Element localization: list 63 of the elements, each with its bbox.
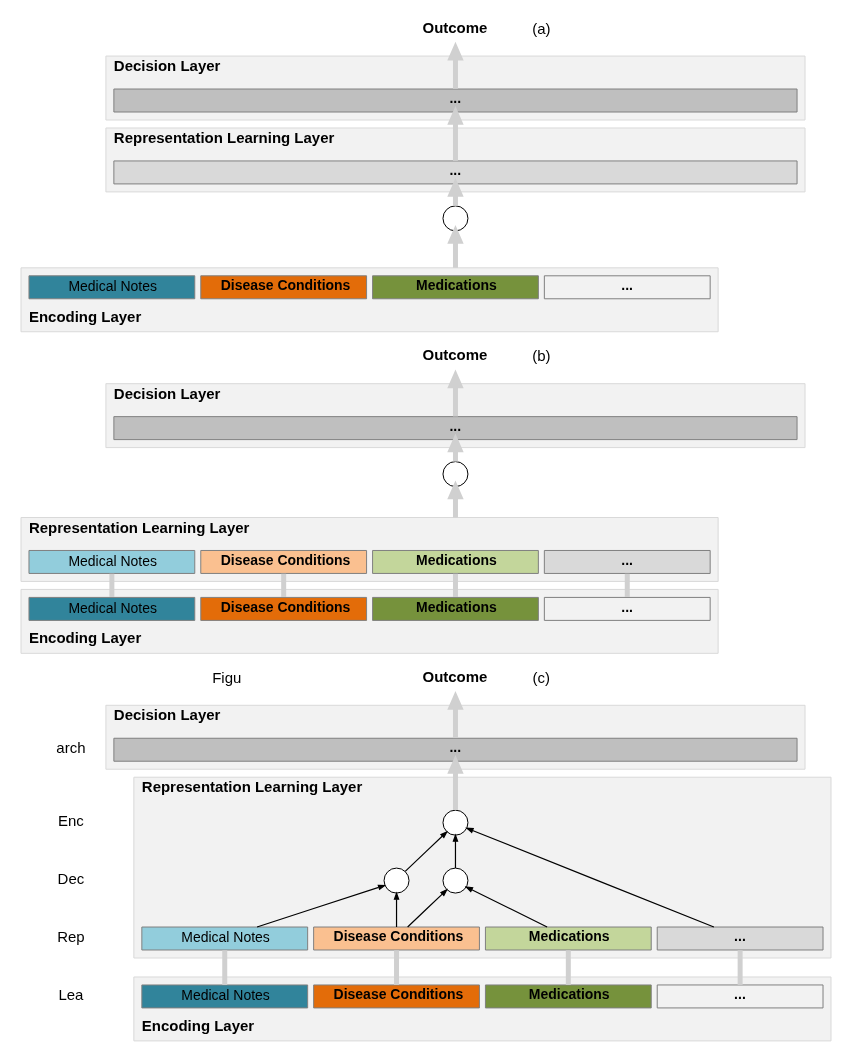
label: Enc <box>57 812 84 830</box>
arrow <box>255 884 386 928</box>
connector <box>737 950 743 985</box>
node-circle <box>442 867 468 894</box>
node-circle <box>383 867 409 894</box>
node-box: Medications <box>484 926 652 951</box>
node-box: Medical Notes <box>28 550 195 574</box>
node-circle <box>442 461 468 488</box>
node-box: Disease Conditions <box>199 550 367 574</box>
node-box: Medical Notes <box>28 596 195 621</box>
node-box: Medications <box>484 984 652 1009</box>
label: (a) <box>531 19 551 37</box>
label: Figu <box>211 668 241 686</box>
node-box: Medications <box>371 550 539 574</box>
node-text: Outcome <box>422 18 487 36</box>
arrow <box>393 891 399 928</box>
arrow <box>446 41 464 89</box>
connector <box>624 573 630 598</box>
connector <box>280 573 286 598</box>
node-circle <box>442 205 468 232</box>
arrow <box>446 691 464 739</box>
arrow <box>446 480 464 518</box>
arrow <box>452 833 458 869</box>
node-box: ... <box>543 596 711 621</box>
node-box: Disease Conditions <box>312 926 480 951</box>
node-box: ... <box>543 275 711 300</box>
arrow <box>446 225 464 268</box>
arrow <box>406 888 448 928</box>
node-box: ... <box>112 160 798 185</box>
node-box: Disease Conditions <box>199 596 367 621</box>
arrow <box>404 830 448 872</box>
label: Dec <box>57 870 84 888</box>
label: (c) <box>532 668 550 686</box>
label: (b) <box>531 347 551 365</box>
node-box: Disease Conditions <box>199 275 367 300</box>
connector <box>393 950 399 985</box>
node-box: ... <box>543 550 711 574</box>
node-box: ... <box>112 88 798 113</box>
arrow <box>446 755 464 810</box>
node-box: Medications <box>371 596 539 621</box>
node-box: Medical Notes <box>28 275 195 300</box>
node-box: ... <box>112 737 798 762</box>
arrow <box>446 106 464 161</box>
node-box: Medications <box>371 275 539 300</box>
arrow <box>464 827 714 928</box>
node-box: Disease Conditions <box>312 984 480 1009</box>
node-box: ... <box>656 984 823 1009</box>
node-box: Medical Notes <box>140 926 308 951</box>
node-box: Medical Notes <box>140 984 308 1009</box>
label: Lea <box>57 985 83 1003</box>
arrow <box>446 369 464 417</box>
node-circle <box>442 809 468 836</box>
arrow <box>464 886 548 928</box>
node-text: Outcome <box>422 667 487 685</box>
connector <box>108 573 114 598</box>
label: arch <box>55 739 85 757</box>
connector <box>565 950 571 985</box>
node-box: ... <box>112 416 798 441</box>
node-text: Outcome <box>422 346 487 364</box>
label: Rep <box>56 928 85 946</box>
connector <box>221 950 227 985</box>
node-box: ... <box>656 926 823 951</box>
connector <box>452 573 458 598</box>
